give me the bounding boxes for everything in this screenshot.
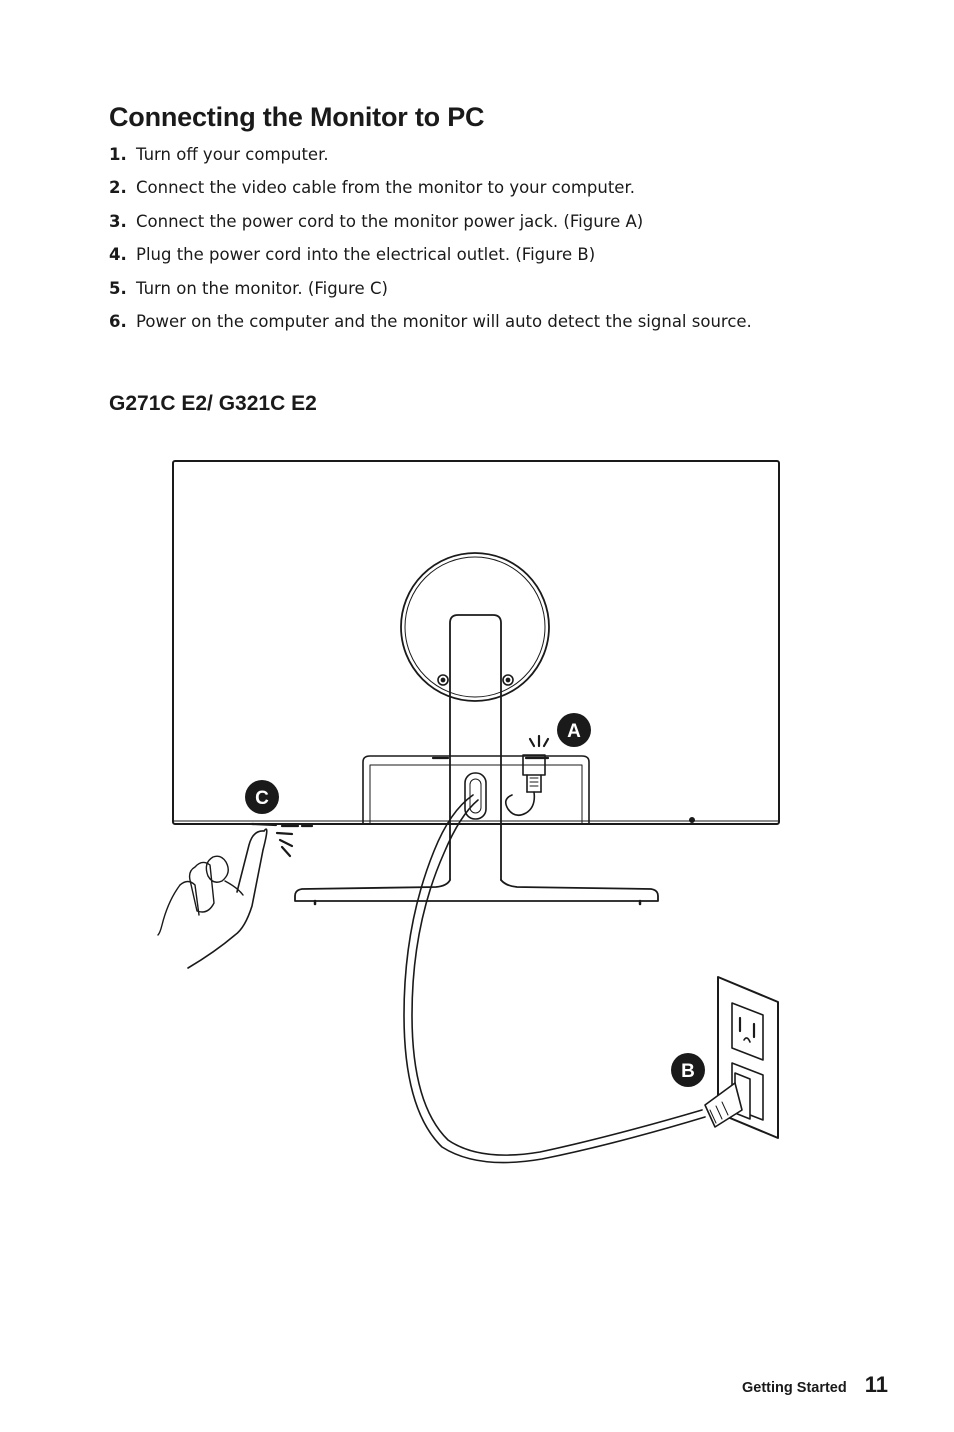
step-item: 1. Turn off your computer. — [109, 144, 752, 177]
step-item: 2. Connect the video cable from the monit… — [109, 177, 752, 210]
callout-a: A — [557, 713, 591, 747]
step-item: 4. Plug the power cord into the electrica… — [109, 244, 752, 277]
step-text: Connect the video cable from the monitor… — [136, 178, 635, 198]
steps-list: 1. Turn off your computer. 2. Connect the … — [109, 144, 752, 344]
stand-base — [294, 879, 659, 906]
port-housing — [362, 755, 590, 825]
page-number: 11 — [864, 1372, 888, 1397]
step-number: 3. — [109, 211, 127, 231]
page-title: Connecting the Monitor to PC — [109, 102, 485, 132]
callout-b-label: B — [681, 1061, 695, 1082]
power-jack-plug — [504, 754, 546, 817]
hand-illustration — [157, 822, 314, 969]
stand-neck — [449, 614, 502, 881]
step-text: Connect the power cord to the monitor po… — [136, 211, 644, 231]
callout-a-label: A — [567, 721, 581, 742]
step-number: 5. — [109, 278, 127, 298]
monitor-connection-figure: A B C — [157, 460, 780, 1164]
motion-marks — [275, 734, 550, 858]
monitor-back — [172, 460, 780, 825]
step-text: Power on the computer and the monitor wi… — [136, 311, 752, 331]
step-text: Turn off your computer. — [136, 145, 329, 164]
model-heading: G271C E2/ G321C E2 — [109, 392, 317, 415]
callout-b: B — [671, 1053, 705, 1087]
page-footer: Getting Started 11 — [742, 1372, 888, 1398]
step-number: 1. — [109, 145, 127, 164]
step-text: Plug the power cord into the electrical … — [136, 245, 596, 265]
step-item: 5. Turn on the monitor. (Figure C) — [109, 278, 752, 311]
step-number: 4. — [109, 245, 127, 265]
step-number: 6. — [109, 311, 127, 331]
step-number: 2. — [109, 178, 127, 198]
step-text: Turn on the monitor. (Figure C) — [136, 278, 388, 298]
vesa-mount — [400, 552, 550, 702]
step-item: 6. Power on the computer and the monitor … — [109, 311, 752, 344]
power-cord — [403, 794, 706, 1164]
step-item: 3. Connect the power cord to the monitor … — [109, 211, 752, 244]
callout-c: C — [245, 780, 279, 814]
callout-c-label: C — [255, 788, 269, 809]
wall-plug — [704, 1072, 751, 1128]
footer-section: Getting Started — [742, 1380, 847, 1396]
